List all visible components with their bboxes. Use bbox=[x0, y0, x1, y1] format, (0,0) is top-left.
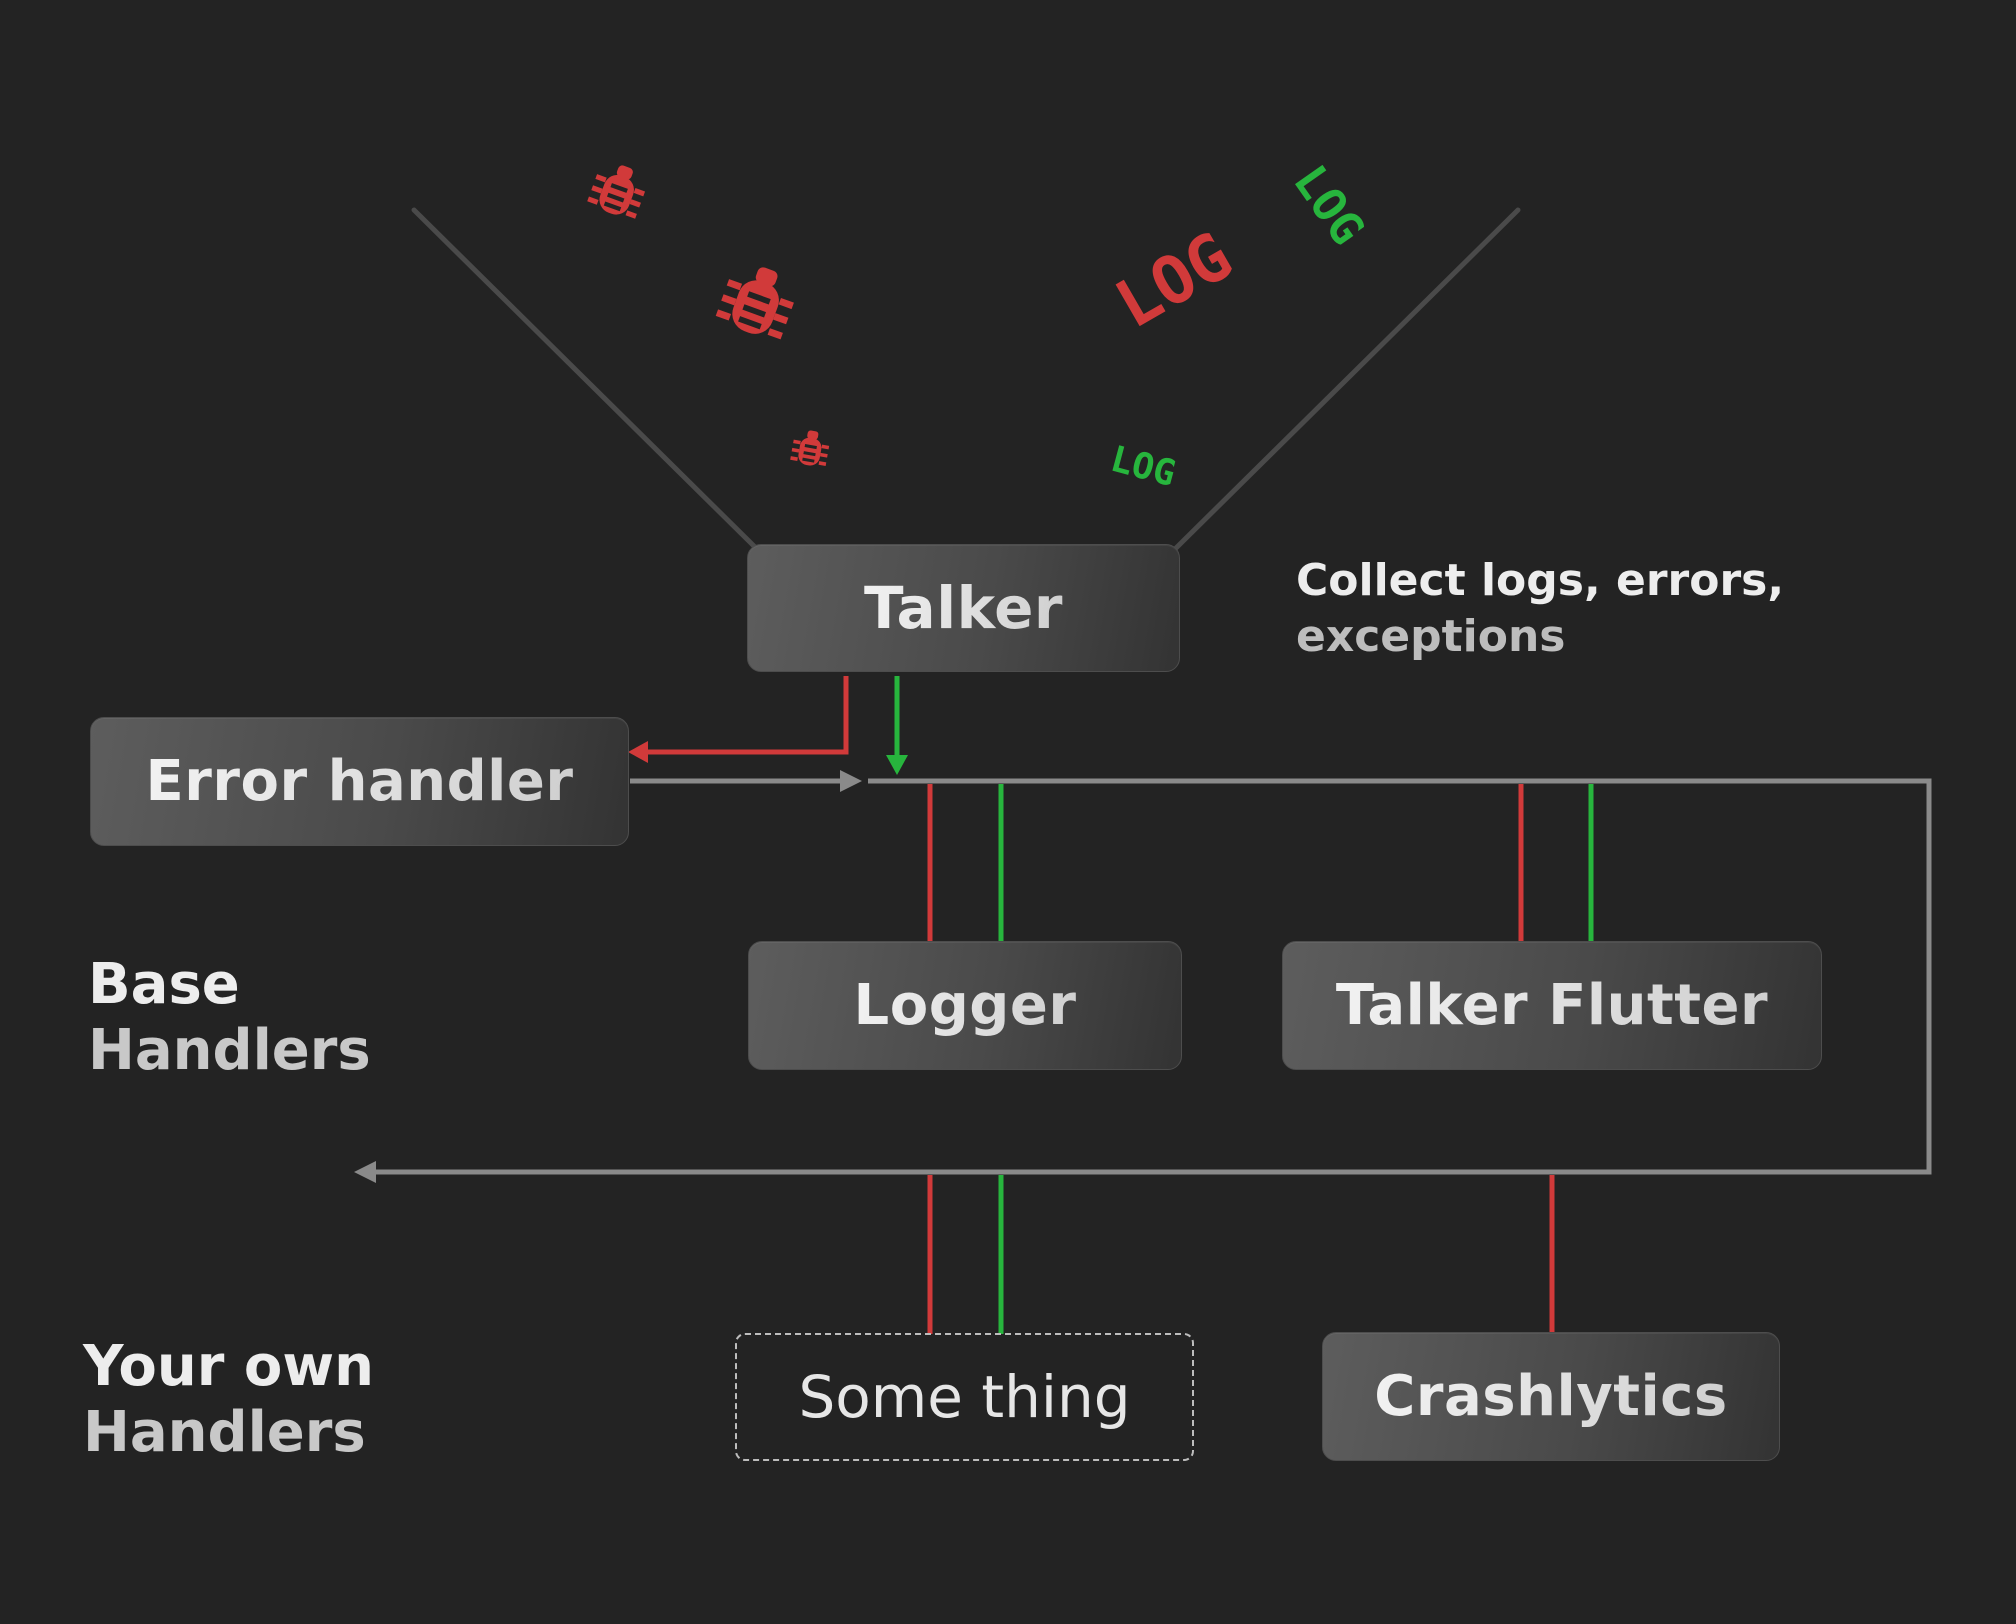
some-thing-label: Some thing bbox=[798, 1363, 1131, 1431]
base-handlers-line-1: Base bbox=[88, 952, 240, 1017]
talker-flutter-node: Talker Flutter bbox=[1282, 941, 1822, 1070]
talker-label: Talker bbox=[863, 574, 1064, 642]
error-route-arrow bbox=[628, 741, 648, 763]
talker-node: Talker bbox=[747, 544, 1180, 672]
error-handler-node: Error handler bbox=[90, 717, 629, 846]
log-icon: LOG bbox=[1283, 155, 1375, 254]
bug-icon bbox=[714, 257, 802, 344]
crashlytics-label: Crashlytics bbox=[1374, 1364, 1728, 1429]
bug-icon bbox=[586, 158, 651, 222]
error-handler-label: Error handler bbox=[145, 749, 574, 814]
talker-caption: Collect logs, errors, exceptions bbox=[1296, 553, 1784, 665]
bug-icon bbox=[789, 427, 832, 469]
log-icon: LOG bbox=[1103, 217, 1245, 343]
base-handlers-label: Base Handlers bbox=[88, 952, 371, 1084]
handler-bus-arrow bbox=[354, 1161, 376, 1183]
caption-line-2: exceptions bbox=[1296, 610, 1566, 662]
log-icon: LOG bbox=[1106, 439, 1179, 495]
talker-flutter-label: Talker Flutter bbox=[1335, 973, 1769, 1038]
some-thing-node: Some thing bbox=[735, 1333, 1194, 1461]
own-handlers-label: Your own Handlers bbox=[83, 1334, 374, 1466]
logger-node: Logger bbox=[748, 941, 1182, 1070]
funnel-left-line bbox=[411, 207, 763, 555]
own-handlers-line-2: Handlers bbox=[83, 1400, 366, 1466]
logger-label: Logger bbox=[853, 973, 1077, 1038]
funnel-right-line bbox=[1169, 207, 1521, 555]
error-route-line bbox=[640, 676, 849, 755]
handler-bus-line bbox=[368, 778, 1932, 1175]
caption-line-1: Collect logs, errors, bbox=[1296, 555, 1785, 606]
crashlytics-node: Crashlytics bbox=[1322, 1332, 1780, 1461]
base-handlers-line-2: Handlers bbox=[88, 1018, 371, 1084]
own-handlers-line-1: Your own bbox=[83, 1334, 374, 1399]
log-route-arrow bbox=[886, 755, 908, 775]
error-handler-output-arrow bbox=[840, 770, 862, 792]
